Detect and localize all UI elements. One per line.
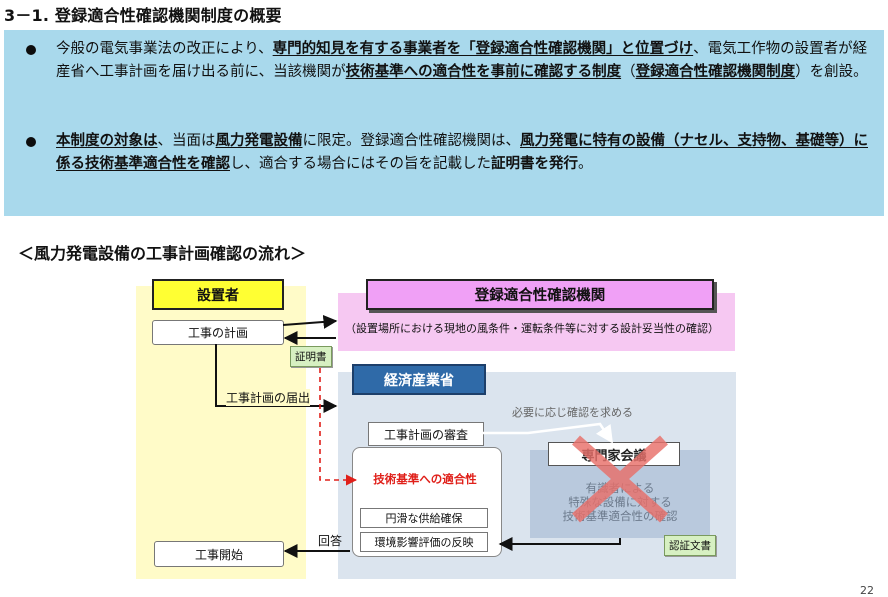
arrow-expert-return [498, 537, 621, 551]
bullet-icon [26, 137, 36, 147]
review-box: 工事計画の審査 [368, 422, 484, 446]
env-box: 環境影響評価の反映 [360, 532, 488, 552]
kikan-confirm-note: （設置場所における現地の風条件・運転条件等に対する設計妥当性の確認） [345, 322, 719, 335]
certificate-tag: 証明書 [290, 346, 332, 367]
meti-header: 経済産業省 [352, 364, 486, 395]
summary-bullet-1: 今般の電気事業法の改正により、専門的知見を有する事業者を「登録適合性確認機関」と… [56, 38, 868, 84]
summary-box: 今般の電気事業法の改正により、専門的知見を有する事業者を「登録適合性確認機関」と… [4, 30, 884, 216]
text-segment: ）を創設。 [795, 64, 868, 80]
arrow-to-kikan [282, 314, 338, 329]
plan-box: 工事の計画 [152, 320, 284, 345]
text-segment: し、適合する場合にはその旨を記載した [230, 156, 491, 172]
arrow-submit-plan [215, 344, 338, 413]
text-segment: に限定。登録適合性確認機関は、 [302, 133, 521, 149]
emphasis-segment: 専門的知見を有する事業者を「登録適合性確認機関」と位置づけ [272, 41, 694, 57]
bullet-icon [26, 45, 36, 55]
emphasis-segment: 登録適合性確認機関制度 [635, 64, 796, 80]
compliance-box: 技術基準への適合性 [360, 458, 490, 500]
text-segment: 今般の電気事業法の改正により、 [56, 41, 273, 57]
text-segment: 、電気工作物の設置者が経産省へ工事計画を届け出る前に、当該機関が [56, 41, 868, 80]
emphasis-segment: 風力発電設備 [215, 133, 303, 149]
page-number: 22 [860, 584, 874, 597]
setchisha-header: 設置者 [152, 279, 284, 310]
kikan-header: 登録適合性確認機関 [366, 279, 714, 310]
emphasis-segment: 技術基準への適合性を事前に確認する制度 [345, 64, 622, 80]
text-segment: （ [621, 64, 636, 80]
text-segment: 、当面は [157, 133, 216, 149]
answer-label: 回答 [318, 534, 343, 548]
arrow-to-expert [482, 422, 614, 444]
page-title: 3－1. 登録適合性確認機関制度の概要 [4, 6, 282, 25]
supply-box: 円滑な供給確保 [360, 508, 488, 528]
summary-bullet-2: 本制度の対象は、当面は風力発電設備に限定。登録適合性確認機関は、風力発電に特有の… [56, 130, 868, 176]
submit-label: 工事計画の届出 [226, 389, 311, 406]
arrow-certificate [319, 368, 358, 486]
emphasis-segment: 風力発電に特有の設備（ナセル、支持物、基礎等）に係る技術基準適合性を確認 [56, 133, 868, 172]
text-segment: 。 [578, 156, 593, 172]
emphasis-segment: 証明書を発行 [491, 156, 578, 172]
start-box: 工事開始 [154, 541, 284, 567]
ninsho-tag: 認証文書 [664, 535, 716, 556]
need-note: 必要に応じ確認を求める [512, 406, 633, 419]
red-x-cross-icon [572, 435, 668, 523]
emphasis-segment: 本制度の対象は [56, 133, 158, 149]
flow-heading: ＜風力発電設備の工事計画確認の流れ＞ [18, 244, 307, 263]
